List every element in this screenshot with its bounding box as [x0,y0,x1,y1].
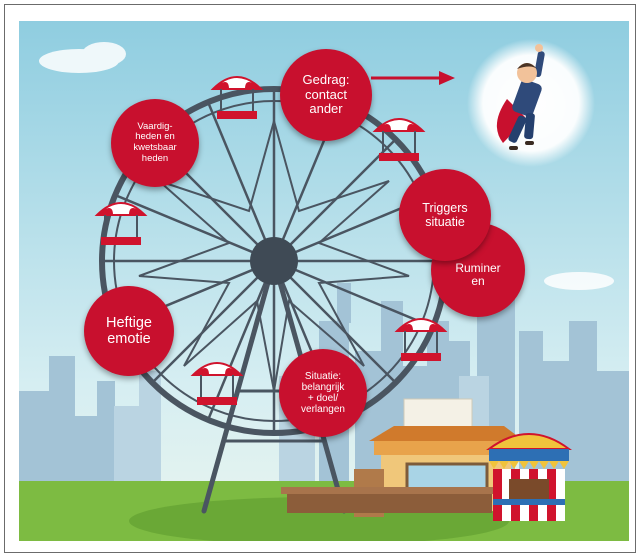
ferris-wheel-scene: Gedrag: contact ander Vaardig- heden en … [19,21,629,541]
figure-frame: Gedrag: contact ander Vaardig- heden en … [4,4,636,553]
wheel-hub [250,237,298,285]
node-triggers: Triggers situatie [399,169,491,261]
node-heftige-emotie: Heftige emotie [84,286,174,376]
node-vaardigheden-label: Vaardig- heden en kwetsbaar heden [133,120,177,164]
food-stall-icon [281,398,524,517]
node-triggers-label: Triggers situatie [422,201,468,229]
superhero-icon [467,39,595,167]
node-heftige-emotie-label: Heftige emotie [106,314,152,347]
node-gedrag-label: Gedrag: contact ander [302,72,350,117]
node-ruminer-label: Ruminer en [455,260,501,288]
popcorn-stand-icon [485,433,573,521]
arrow-to-superhero [371,71,455,85]
node-situatie-label: Situatie: belangrijk + doel/ verlangen [301,370,345,416]
gondola-icon [94,76,448,405]
node-gedrag: Gedrag: contact ander [280,49,372,141]
node-situatie: Situatie: belangrijk + doel/ verlangen [279,349,367,437]
node-vaardigheden: Vaardig- heden en kwetsbaar heden [111,99,199,187]
